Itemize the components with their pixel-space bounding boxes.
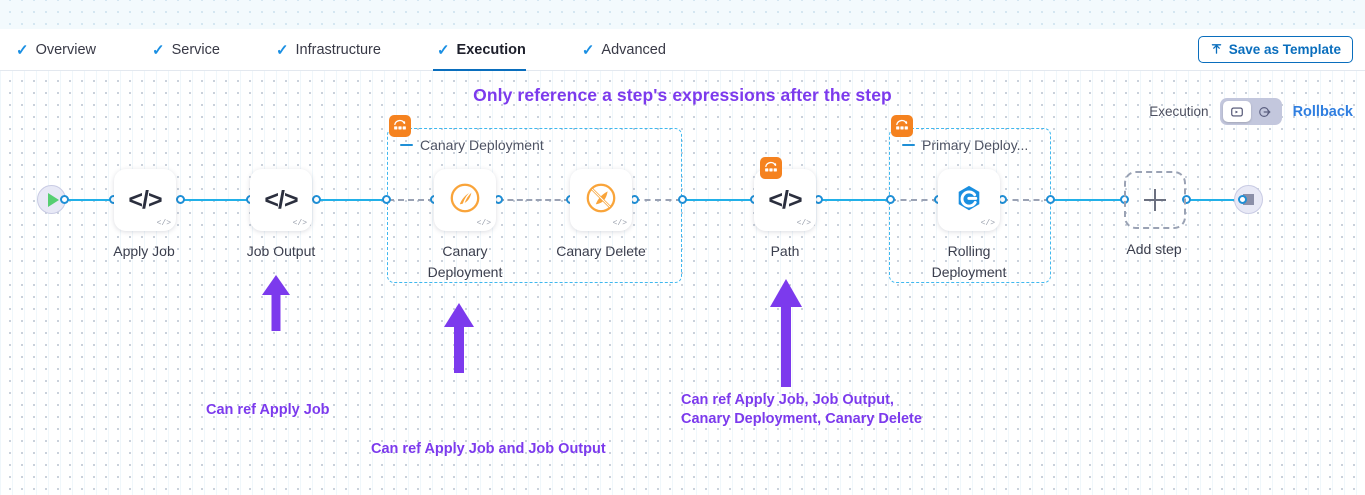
connector-wire-dashed	[634, 199, 682, 201]
code-type-icon: </>	[612, 219, 627, 228]
tab-label: Infrastructure	[295, 42, 381, 58]
connector-port[interactable]	[1238, 195, 1247, 204]
code-icon: </>	[128, 185, 162, 214]
annotation-arrow-2	[441, 301, 477, 378]
tab-label: Advanced	[601, 42, 666, 58]
rollback-view-icon	[1258, 105, 1272, 119]
step-node-canary-deployment[interactable]: </>	[434, 169, 496, 231]
connector-wire	[316, 199, 388, 201]
tab-label: Execution	[456, 42, 526, 58]
connector-port[interactable]	[678, 195, 687, 204]
step-label-path: Path	[770, 243, 800, 259]
step-label-canary-delete: Canary Delete	[556, 243, 646, 259]
rollback-view-toggle-button[interactable]	[1251, 101, 1279, 122]
code-type-icon: </>	[980, 219, 995, 228]
check-icon: ✓	[581, 41, 595, 59]
page-title: Only reference a step's expressions afte…	[473, 85, 892, 105]
step-group-icon	[891, 115, 913, 137]
tab-overview[interactable]: ✓ Overview	[12, 29, 112, 71]
step-label-job-output: Job Output	[246, 243, 316, 259]
add-step-button[interactable]	[1124, 171, 1186, 229]
connector-wire	[818, 199, 890, 201]
collapse-icon[interactable]	[400, 143, 413, 147]
annotation-text-3: Can ref Apply Job, Job Output, Canary De…	[681, 392, 922, 427]
execution-view-toggle-button[interactable]	[1222, 101, 1251, 122]
tab-label: Overview	[35, 42, 97, 58]
connector-wire	[64, 199, 120, 201]
tab-service[interactable]: ✓ Service	[148, 29, 236, 71]
rolling-deployment-icon	[954, 183, 984, 218]
tab-advanced[interactable]: ✓ Advanced	[578, 29, 682, 71]
canary-deployment-icon	[448, 181, 482, 220]
tab-list: ✓ Overview ✓ Service ✓ Infrastructure ✓ …	[12, 29, 718, 72]
execution-view-icon	[1230, 105, 1244, 119]
step-node-rolling-deployment[interactable]: </>	[938, 169, 1000, 231]
upload-icon	[1210, 43, 1223, 56]
step-label-canary-deployment: Canary Deployment	[427, 243, 503, 280]
step-group-canary-deployment[interactable]: Canary Deployment	[387, 128, 682, 283]
step-node-job-output[interactable]: </> </>	[250, 169, 312, 231]
rollback-link[interactable]: Rollback	[1292, 103, 1353, 120]
code-type-icon: </>	[156, 219, 171, 228]
step-group-title: Canary Deployment	[420, 137, 544, 153]
connector-port[interactable]	[886, 195, 895, 204]
connector-port[interactable]	[312, 195, 321, 204]
step-group-icon	[760, 157, 782, 179]
check-icon: ✓	[275, 41, 289, 59]
annotation-arrow-3	[767, 277, 805, 392]
check-icon: ✓	[16, 41, 29, 59]
connector-port[interactable]	[1046, 195, 1055, 204]
save-as-template-label: Save as Template	[1228, 42, 1341, 57]
connector-wire-dashed	[388, 199, 434, 201]
connector-port[interactable]	[60, 195, 69, 204]
add-step-label: Add step	[1126, 241, 1182, 257]
step-node-apply-job[interactable]: </> </>	[114, 169, 176, 231]
code-type-icon: </>	[292, 219, 307, 228]
step-group-title: Primary Deploy...	[922, 137, 1029, 153]
step-group-header[interactable]: Primary Deploy...	[902, 137, 1028, 153]
connector-port[interactable]	[176, 195, 185, 204]
connector-wire	[1050, 199, 1124, 201]
pipeline-flow: Canary Deployment Primary Deploy...	[0, 71, 1365, 495]
annotation-text-2: Can ref Apply Job and Job Output	[371, 441, 606, 457]
play-icon	[47, 192, 59, 207]
tab-infrastructure[interactable]: ✓ Infrastructure	[272, 29, 397, 71]
connector-wire	[180, 199, 254, 201]
code-type-icon: </>	[476, 219, 491, 228]
tab-label: Service	[171, 42, 220, 58]
canary-delete-icon	[584, 181, 618, 220]
step-group-primary-deployment[interactable]: Primary Deploy...	[889, 128, 1051, 283]
canvas-top-strip	[0, 0, 1365, 29]
connector-wire-dashed	[498, 199, 570, 201]
execution-rollback-toggle[interactable]	[1219, 98, 1282, 125]
execution-controls: Execution Rollback	[1149, 98, 1353, 125]
connector-port[interactable]	[382, 195, 391, 204]
step-label-rolling-deployment: Rolling Deployment	[931, 243, 1007, 280]
annotation-text-1: Can ref Apply Job	[206, 402, 330, 418]
code-icon: </>	[768, 185, 802, 214]
connector-wire	[1186, 199, 1242, 201]
connector-wire-dashed	[1002, 199, 1050, 201]
connector-wire	[682, 199, 754, 201]
save-as-template-button[interactable]: Save as Template	[1197, 36, 1353, 63]
wizard-tab-bar: ✓ Overview ✓ Service ✓ Infrastructure ✓ …	[0, 29, 1365, 72]
code-type-icon: </>	[796, 219, 811, 228]
plus-icon	[1144, 189, 1166, 211]
stop-icon	[1243, 194, 1254, 205]
check-icon: ✓	[152, 41, 165, 59]
tab-execution[interactable]: ✓ Execution	[432, 29, 542, 72]
step-node-path[interactable]: </> </>	[754, 169, 816, 231]
step-node-canary-delete[interactable]: </>	[570, 169, 632, 231]
execution-label: Execution	[1149, 104, 1209, 119]
pipeline-canvas[interactable]	[0, 71, 1365, 495]
check-icon: ✓	[436, 41, 450, 59]
step-label-apply-job: Apply Job	[113, 243, 175, 259]
collapse-icon[interactable]	[902, 143, 915, 147]
connector-wire-dashed	[890, 199, 938, 201]
step-group-icon	[389, 115, 411, 137]
annotation-arrow-1	[258, 273, 294, 336]
step-group-header[interactable]: Canary Deployment	[400, 137, 544, 153]
code-icon: </>	[264, 185, 298, 214]
connector-port[interactable]	[1182, 195, 1191, 204]
